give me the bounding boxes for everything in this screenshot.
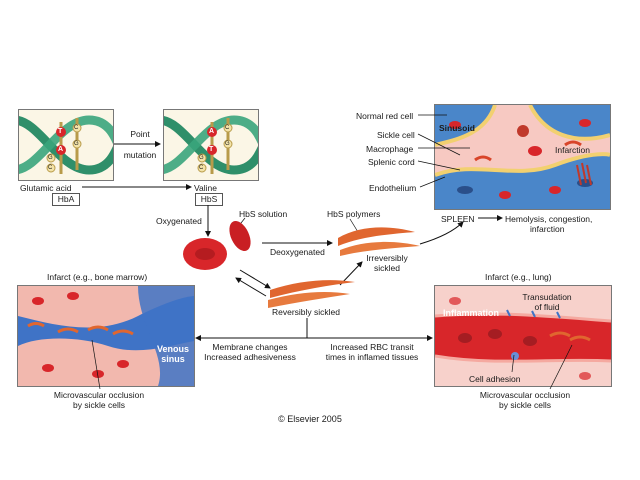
venous-sinus-label: Venous bbox=[156, 344, 189, 354]
splenic-cord-label: Splenic cord bbox=[368, 157, 415, 167]
dna-base-letter: G bbox=[74, 141, 79, 147]
irreversibly-sickled-label: sickled bbox=[374, 263, 400, 273]
dna-base-letter: T bbox=[209, 146, 214, 153]
inflammation-label: Inflammation bbox=[443, 308, 500, 318]
dna-panel-normal: T A C G G C bbox=[18, 109, 114, 181]
normal-red-cell-label: Normal red cell bbox=[356, 111, 414, 121]
spleen-illustration bbox=[435, 105, 610, 209]
reversibly-sickled-cell bbox=[268, 292, 350, 308]
left-panel-title: Infarct (e.g., bone marrow) bbox=[47, 272, 148, 282]
left-occlusion-label: Microvascular occlusion bbox=[53, 390, 145, 400]
dna-base-letter: C bbox=[74, 125, 79, 131]
irreversibly-sickled-label: Irreversibly bbox=[366, 253, 408, 263]
transudation-label: of fluid bbox=[534, 302, 560, 312]
dna-base-letter: G bbox=[48, 155, 53, 161]
dna-base-letter: T bbox=[58, 128, 63, 135]
reversibly-sickled-label: Reversibly sickled bbox=[271, 307, 341, 317]
spleen-label: SPLEEN bbox=[441, 214, 475, 224]
point-mutation-label: Point bbox=[130, 129, 150, 139]
sickle-cell-polymer bbox=[338, 227, 415, 246]
rbc-transit-label: Increased RBC transit bbox=[330, 342, 414, 352]
oxygenated-red-cell bbox=[183, 238, 227, 270]
venous-sinus-label: sinus bbox=[161, 354, 185, 364]
reversibly-sickled-cell bbox=[270, 280, 355, 298]
dna-base-letter: G bbox=[225, 141, 230, 147]
oxygenated-red-cell bbox=[229, 221, 251, 251]
bone-marrow-illustration bbox=[18, 286, 194, 386]
copyright-label: © Elsevier 2005 bbox=[278, 414, 342, 424]
dna-base-letter: C bbox=[225, 125, 230, 131]
hba-box: HbA bbox=[52, 193, 80, 206]
glutamic-acid-label: Glutamic acid bbox=[20, 183, 72, 193]
dna-base-letter: C bbox=[199, 165, 204, 171]
lung-panel: Inflammation Transudation of fluid Cell … bbox=[434, 285, 612, 387]
spleen-panel: Sinusoid Infarction bbox=[434, 104, 611, 210]
dna-base-letter: C bbox=[48, 165, 53, 171]
hbs-solution-label: HbS solution bbox=[239, 209, 288, 219]
dna-base-letter: A bbox=[58, 146, 64, 153]
hbs-box: HbS bbox=[195, 193, 223, 206]
right-occlusion-label: by sickle cells bbox=[499, 400, 551, 410]
dna-helix-mutated bbox=[164, 115, 258, 175]
macrophage-label: Macrophage bbox=[366, 144, 414, 154]
right-panel-title: Infarct (e.g., lung) bbox=[485, 272, 552, 282]
rbc-transit-label: times in inflamed tissues bbox=[325, 352, 419, 362]
valine-label: Valine bbox=[194, 183, 217, 193]
right-occlusion-label: Microvascular occlusion bbox=[479, 390, 571, 400]
infarction-label: Infarction bbox=[555, 145, 590, 155]
membrane-changes-label: Increased adhesiveness bbox=[204, 352, 296, 362]
membrane-changes-label: Membrane changes bbox=[212, 342, 288, 352]
sinusoid-label: Sinusoid bbox=[439, 123, 475, 133]
bone-marrow-panel: Venous sinus bbox=[17, 285, 195, 387]
left-occlusion-label: by sickle cells bbox=[73, 400, 125, 410]
dna-helix-normal bbox=[19, 115, 113, 175]
sickle-cell-label: Sickle cell bbox=[377, 130, 415, 140]
endothelium-label: Endothelium bbox=[369, 183, 417, 193]
cell-adhesion-label: Cell adhesion bbox=[469, 374, 521, 384]
spleen-outcome-label: Hemolysis, congestion, bbox=[505, 214, 593, 224]
dna-base-letter: A bbox=[209, 128, 215, 135]
hbs-polymers-label: HbS polymers bbox=[327, 209, 381, 219]
transudation-label: Transudation bbox=[522, 292, 572, 302]
point-mutation-label: mutation bbox=[123, 150, 157, 160]
oxygenated-label: Oxygenated bbox=[156, 216, 202, 226]
dna-base-letter: G bbox=[199, 155, 204, 161]
dna-panel-mutated: A T C G G C bbox=[163, 109, 259, 181]
spleen-outcome-label: infarction bbox=[530, 224, 565, 234]
deoxygenated-label: Deoxygenated bbox=[270, 247, 325, 257]
